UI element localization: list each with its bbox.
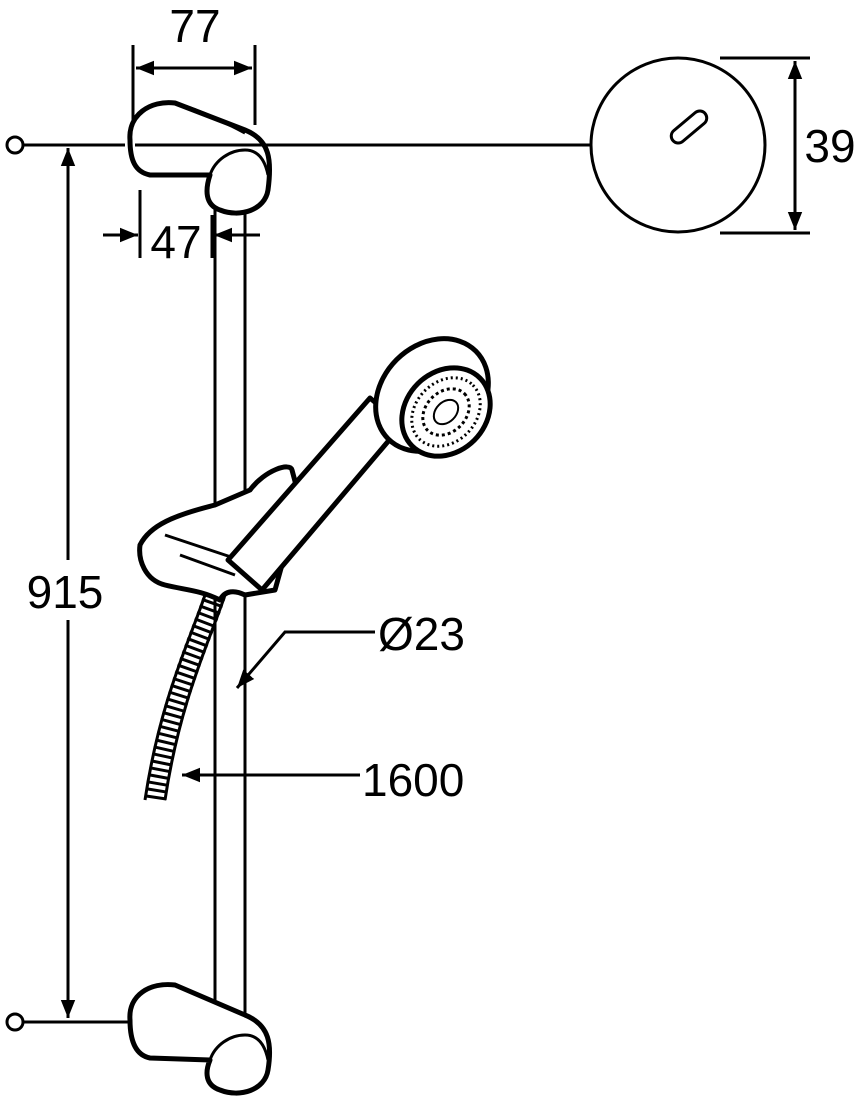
dimension-label-47: 47 bbox=[150, 216, 201, 268]
dimension-39: 39 bbox=[720, 56, 860, 235]
wall-plate bbox=[589, 56, 767, 234]
dimension-label-39: 39 bbox=[804, 120, 855, 172]
bottom-wall-bracket bbox=[127, 982, 273, 1096]
hand-shower bbox=[225, 336, 493, 593]
wall-mount-points bbox=[5, 135, 130, 1032]
top-wall-bracket bbox=[127, 100, 273, 216]
dimension-77: 77 bbox=[131, 0, 257, 125]
callout-label-23: Ø23 bbox=[378, 608, 465, 660]
dimension-915: 915 bbox=[15, 148, 115, 1018]
dimension-label-77: 77 bbox=[169, 0, 220, 52]
callout-label-1600: 1600 bbox=[362, 754, 464, 806]
callout-rail-diameter: Ø23 bbox=[235, 608, 465, 689]
dimension-47: 47 bbox=[103, 190, 260, 268]
callout-hose-length: 1600 bbox=[182, 754, 464, 806]
dimension-label-915: 915 bbox=[27, 566, 104, 618]
shower-hose bbox=[144, 591, 226, 802]
